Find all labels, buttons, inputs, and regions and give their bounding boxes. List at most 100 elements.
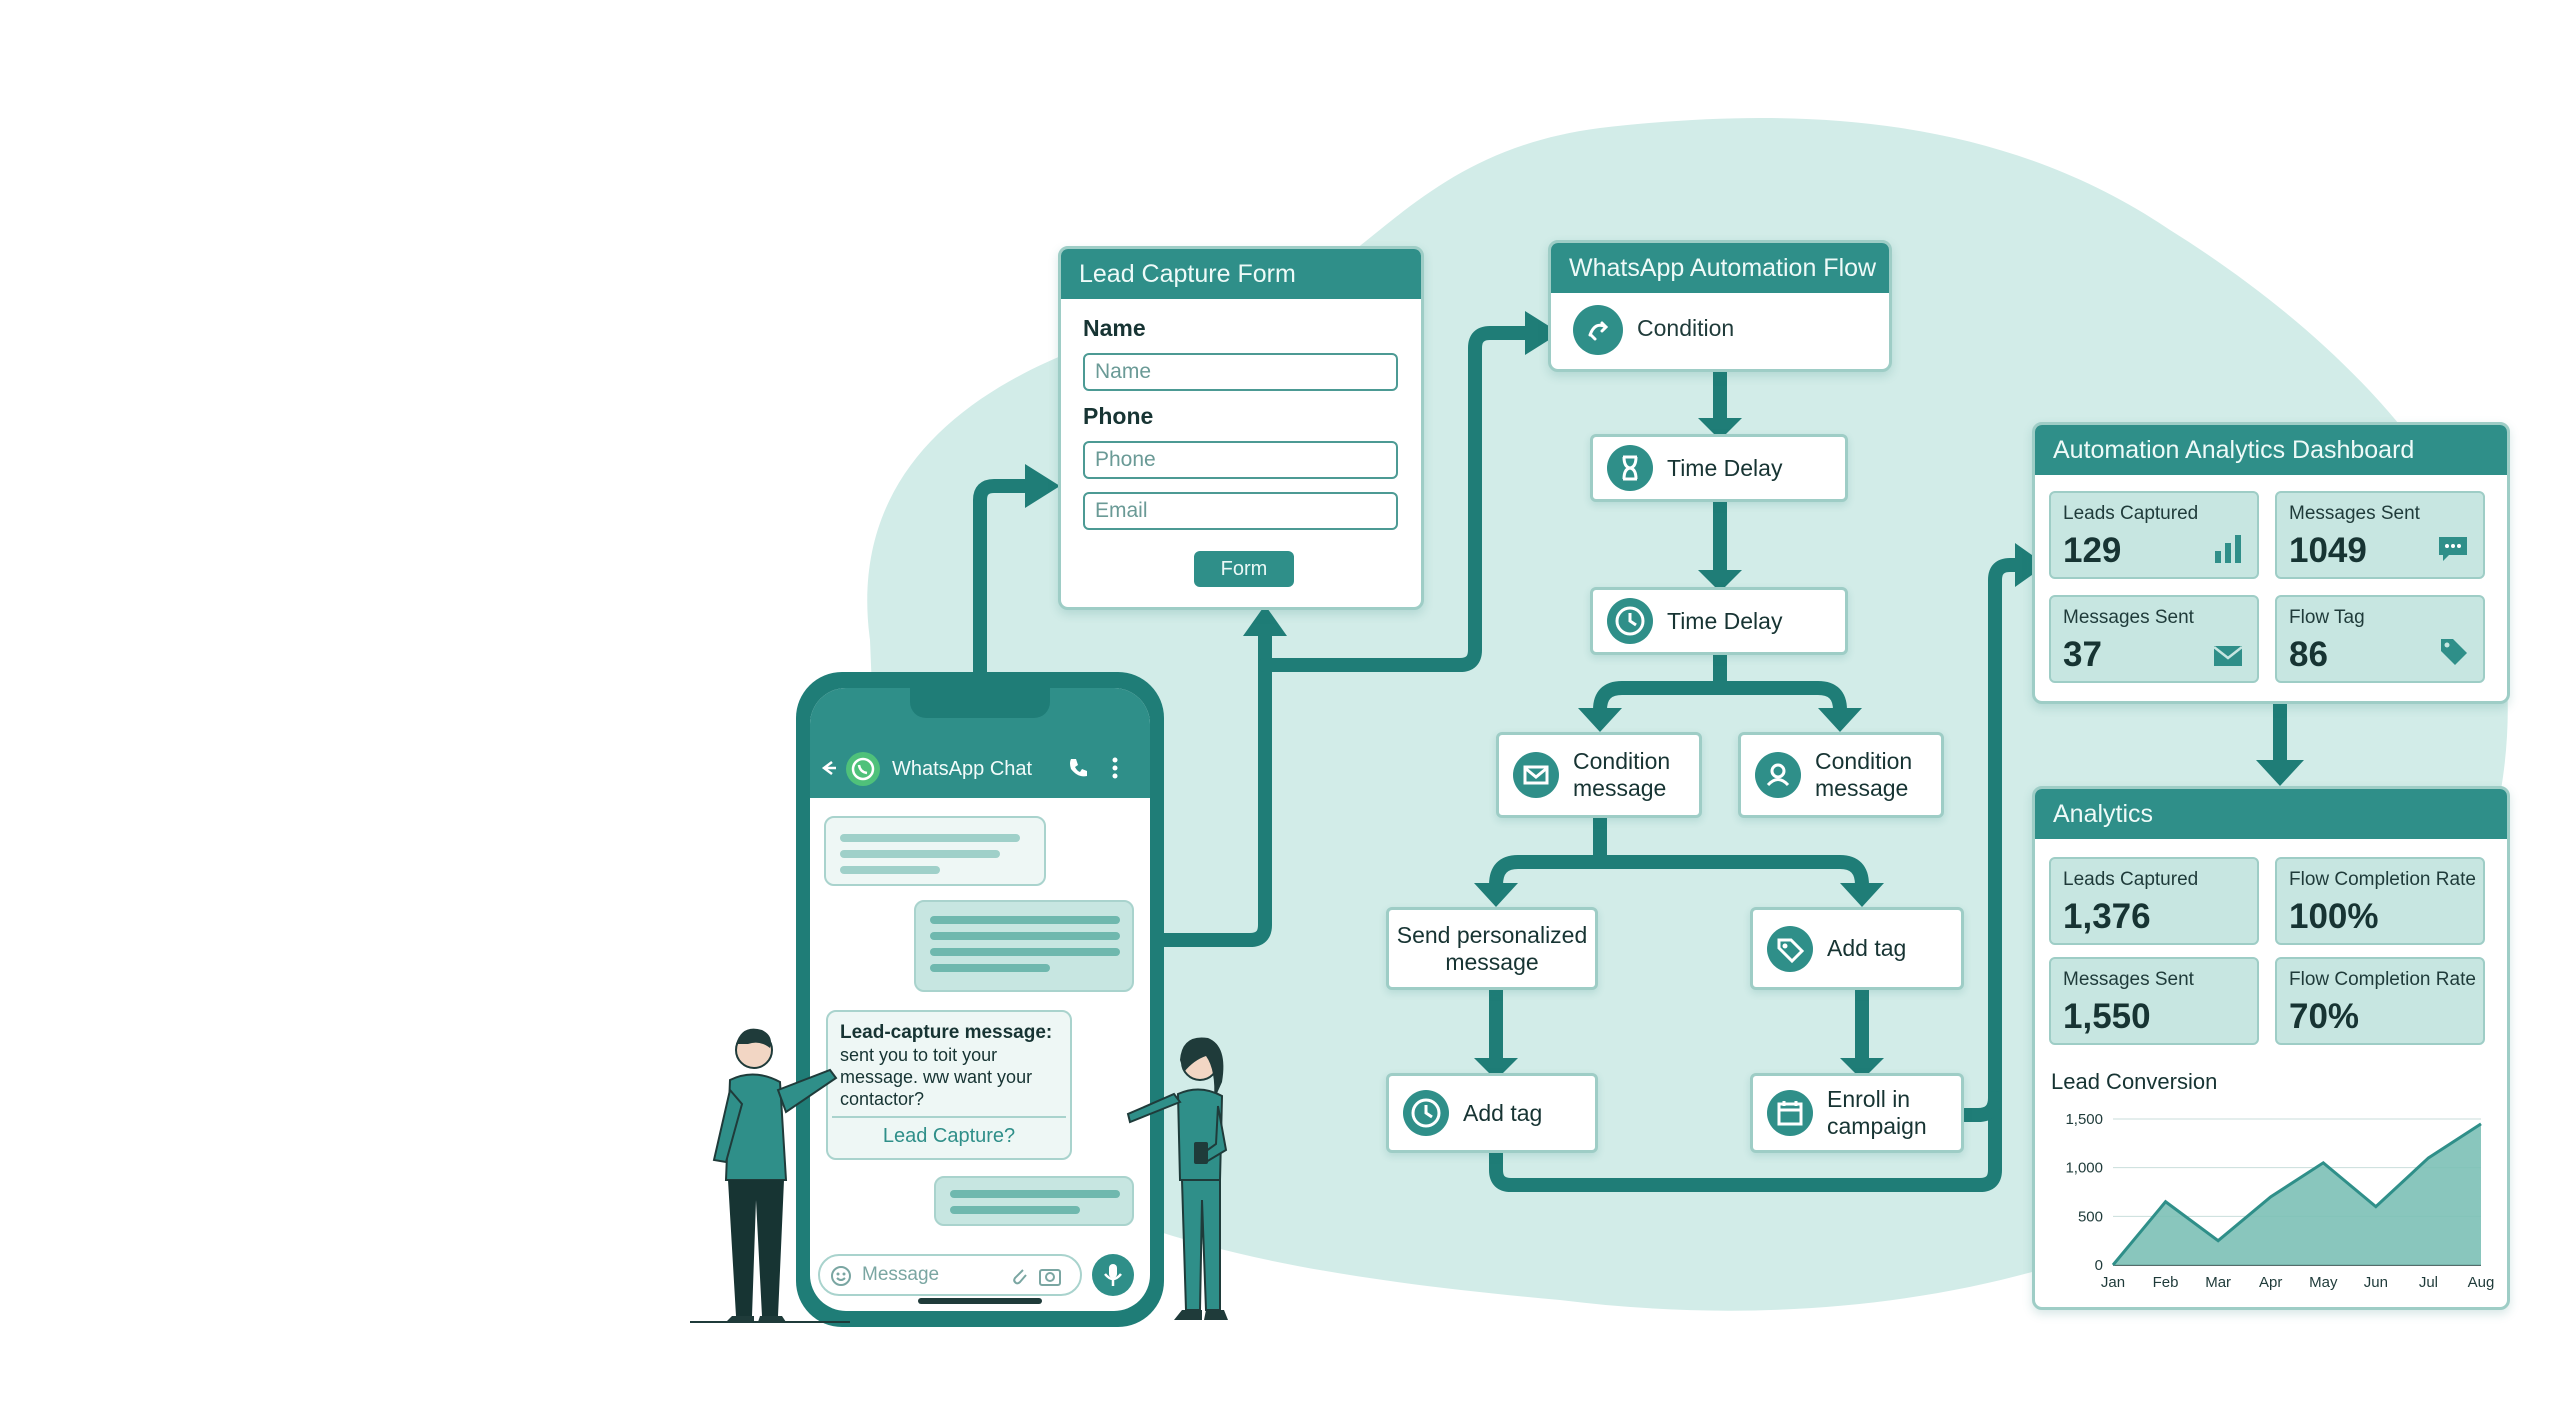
enroll-campaign-node[interactable]: Enroll in campaign	[1750, 1073, 1964, 1153]
phone-label: Phone	[1083, 403, 1154, 429]
add-tag-label-left: Add tag	[1463, 1099, 1543, 1126]
phone-call-icon[interactable]	[1066, 756, 1090, 780]
condition-message-node-right[interactable]: Condition message	[1738, 732, 1944, 818]
phone-screen: WhatsApp Chat Lead-capture message: sent…	[810, 688, 1150, 1311]
chart-title: Lead Conversion	[2051, 1069, 2218, 1094]
tile-value: 37	[2063, 635, 2102, 674]
analytics-tile-leads: Leads Captured 1,376	[2049, 857, 2259, 945]
analytics-tile-completion-2: Flow Completion Rate 70%	[2275, 957, 2485, 1045]
lead-capture-link[interactable]: Lead Capture?	[832, 1116, 1066, 1154]
condition-icon	[1573, 305, 1623, 355]
clock-icon	[1403, 1090, 1449, 1136]
microphone-icon	[1104, 1264, 1122, 1286]
mic-button[interactable]	[1092, 1254, 1134, 1296]
hourglass-icon	[1607, 445, 1653, 491]
bar-chart-icon	[2215, 535, 2241, 563]
message-input[interactable]: Message	[818, 1254, 1082, 1296]
analytics-tile-completion: Flow Completion Rate 100%	[2275, 857, 2485, 945]
x-tick-label: Jun	[2364, 1274, 2388, 1291]
tile-label: Messages Sent	[2063, 607, 2194, 628]
user-icon	[1755, 752, 1801, 798]
x-tick-label: Aug	[2468, 1274, 2495, 1291]
tile-value: 1049	[2289, 531, 2367, 570]
back-arrow-icon[interactable]	[818, 758, 838, 778]
more-menu-icon[interactable]	[1110, 756, 1120, 780]
tag-icon	[2441, 639, 2467, 665]
x-tick-label: Apr	[2259, 1274, 2282, 1291]
tile-label: Messages Sent	[2063, 969, 2194, 990]
mail-icon	[1513, 752, 1559, 798]
tile-label: Flow Completion Rate	[2289, 969, 2476, 990]
tag-icon	[1767, 925, 1813, 972]
tile-value: 70%	[2289, 997, 2360, 1036]
clock-icon	[1607, 598, 1653, 644]
tile-label: Flow Completion Rate	[2289, 869, 2476, 890]
analytics-card: Analytics Leads Captured 1,376 Flow Comp…	[2032, 786, 2510, 1310]
y-tick-label: 1,000	[2065, 1160, 2103, 1177]
home-indicator	[918, 1298, 1042, 1304]
lead-capture-message: Lead-capture message: sent you to toit y…	[826, 1010, 1072, 1160]
phone-notch	[910, 688, 1050, 718]
condition-message-node-left[interactable]: Condition message	[1496, 732, 1702, 818]
area-series-line	[2111, 1122, 2482, 1266]
mail-icon	[2213, 646, 2243, 666]
analytics-dashboard-card: Automation Analytics Dashboard Leads Cap…	[2032, 422, 2510, 704]
phone-device: WhatsApp Chat Lead-capture message: sent…	[796, 672, 1164, 1327]
incoming-bubble	[824, 816, 1046, 886]
dashboard-tile-leads: Leads Captured 129	[2049, 491, 2259, 579]
dashboard-tile-messages: Messages Sent 1049	[2275, 491, 2485, 579]
tile-value: 1,550	[2063, 997, 2151, 1036]
x-tick-label: Jul	[2419, 1274, 2438, 1291]
attach-icon[interactable]	[1008, 1265, 1030, 1287]
time-delay-label-2: Time Delay	[1667, 607, 1783, 634]
x-tick-label: Mar	[2205, 1274, 2231, 1291]
y-tick-label: 0	[2095, 1257, 2103, 1274]
name-input[interactable]: Name	[1083, 353, 1398, 391]
add-tag-label-right: Add tag	[1827, 935, 1907, 961]
x-tick-label: Jan	[2101, 1274, 2125, 1291]
condition-label: Condition	[1637, 315, 1735, 341]
add-tag-node-left[interactable]: Add tag	[1386, 1073, 1598, 1153]
automation-flow-card: WhatsApp Automation Flow Condition	[1548, 240, 1892, 372]
analytics-title: Analytics	[2035, 789, 2507, 839]
x-tick-label: May	[2309, 1274, 2338, 1291]
area-series	[2113, 1123, 2481, 1265]
enroll-campaign-label: Enroll in campaign	[1827, 1086, 1927, 1139]
outgoing-bubble-2	[934, 1176, 1134, 1226]
whatsapp-logo-icon	[846, 752, 880, 786]
tile-label: Flow Tag	[2289, 607, 2365, 628]
tile-value: 1,376	[2063, 897, 2151, 936]
flow-title: WhatsApp Automation Flow	[1551, 243, 1889, 293]
time-delay-node-1[interactable]: Time Delay	[1590, 434, 1848, 502]
tile-label: Messages Sent	[2289, 503, 2420, 524]
email-input[interactable]: Email	[1083, 492, 1398, 530]
man-illustration	[690, 1028, 850, 1323]
send-personalized-message-node[interactable]: Send personalized message	[1386, 907, 1598, 990]
condition-message-label-right: Condition message	[1815, 748, 1913, 801]
analytics-tile-messages: Messages Sent 1,550	[2049, 957, 2259, 1045]
y-tick-label: 1,500	[2065, 1111, 2103, 1128]
dashboard-tile-flow-tag: Flow Tag 86	[2275, 595, 2485, 683]
x-tick-label: Feb	[2153, 1274, 2179, 1291]
tile-value: 100%	[2289, 897, 2379, 936]
add-tag-node-right[interactable]: Add tag	[1750, 907, 1964, 990]
tile-label: Leads Captured	[2063, 869, 2199, 890]
form-submit-button[interactable]: Form	[1194, 551, 1294, 587]
dashboard-title: Automation Analytics Dashboard	[2035, 425, 2507, 475]
time-delay-node-2[interactable]: Time Delay	[1590, 587, 1848, 655]
chat-icon	[2439, 537, 2467, 561]
emoji-icon[interactable]	[830, 1265, 852, 1287]
camera-icon[interactable]	[1038, 1265, 1062, 1287]
name-label: Name	[1083, 315, 1146, 341]
phone-input[interactable]: Phone	[1083, 441, 1398, 479]
tile-value: 86	[2289, 635, 2328, 674]
lead-capture-form: Lead Capture Form Name Name Phone Phone …	[1058, 246, 1424, 610]
lead-message-title: Lead-capture message:	[840, 1022, 1053, 1043]
dashboard-tile-messages-2: Messages Sent 37	[2049, 595, 2259, 683]
condition-message-label-left: Condition message	[1573, 748, 1671, 801]
time-delay-label-1: Time Delay	[1667, 454, 1783, 481]
woman-illustration	[1126, 1037, 1228, 1320]
calendar-icon	[1767, 1090, 1813, 1136]
